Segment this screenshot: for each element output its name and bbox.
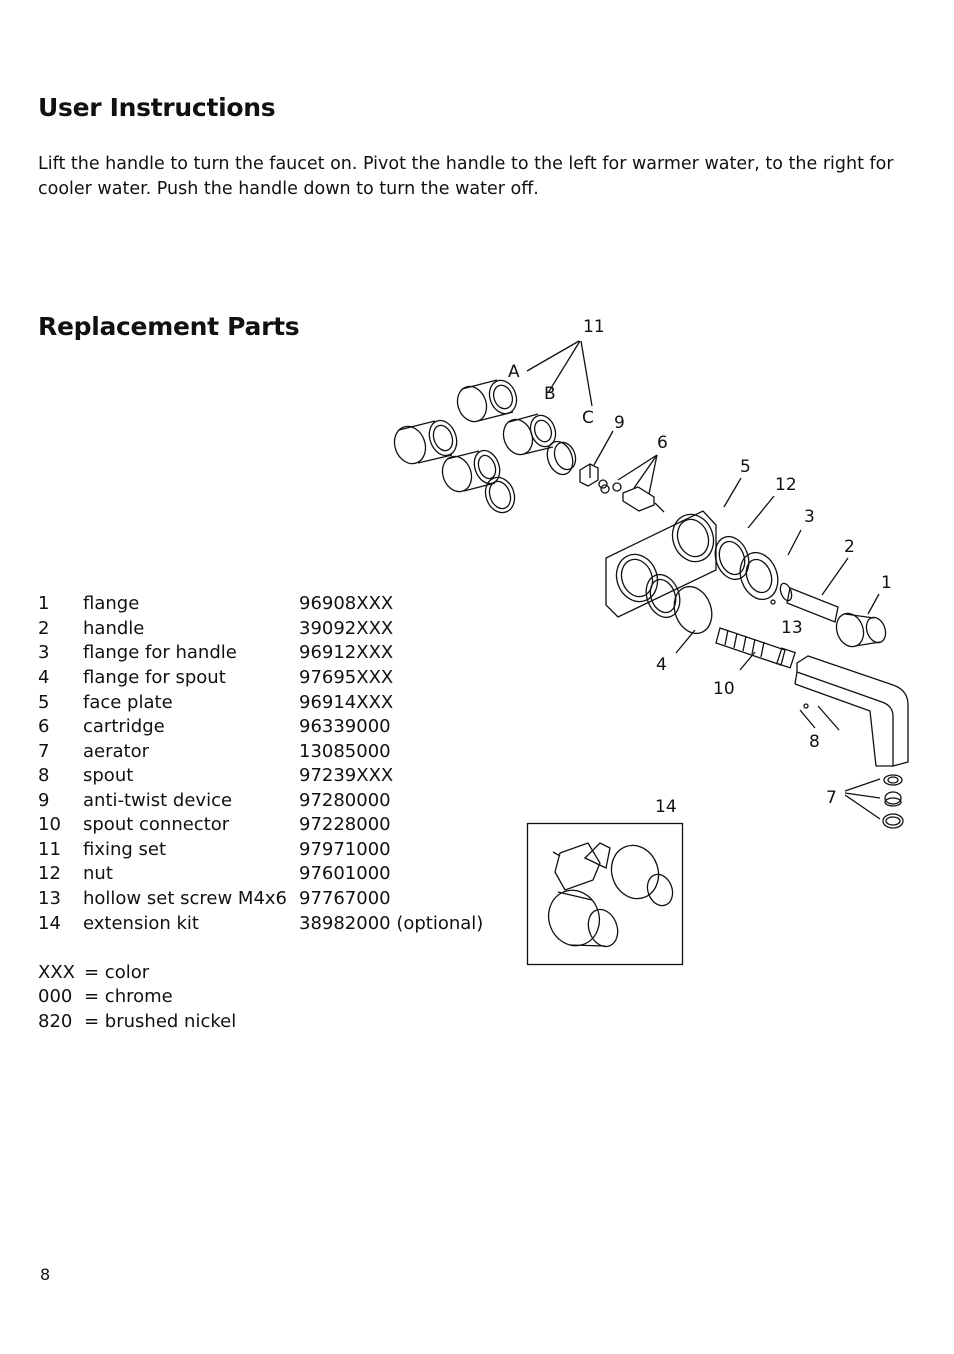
- part-number: 4: [38, 667, 50, 688]
- cartridge-parts: [598, 479, 665, 513]
- part-number: 12: [38, 863, 61, 884]
- legend-code: 820: [38, 1011, 73, 1032]
- part-number: 3: [38, 642, 50, 663]
- label-c: C: [582, 408, 594, 428]
- part-name: fixing set: [83, 839, 167, 860]
- part-number: 6: [38, 716, 50, 737]
- label-b: B: [544, 384, 556, 404]
- part-number: 1: [38, 593, 50, 614]
- part-name: extension kit: [83, 913, 199, 934]
- replacement-parts-heading: Replacement Parts: [38, 312, 300, 341]
- label-a: A: [508, 362, 520, 382]
- nut-flange-handle: [714, 535, 779, 601]
- part-number: 8: [38, 765, 50, 786]
- leader-lines: [526, 340, 881, 820]
- spout: [794, 655, 909, 767]
- part-name: cartridge: [83, 716, 165, 737]
- diagram-labels: 11 A B C 9 6 5 12 3 2 1 13 4 10 8 7 14: [508, 317, 892, 817]
- legend-code: 000: [38, 986, 73, 1007]
- label-13: 13: [781, 618, 803, 638]
- label-1: 1: [881, 573, 892, 593]
- label-5: 5: [740, 457, 751, 477]
- label-6: 6: [657, 433, 668, 453]
- legend-meaning: = color: [84, 962, 150, 983]
- extension-kit-box: [526, 822, 684, 966]
- part-code: 97239XXX: [299, 765, 394, 786]
- legend-meaning: = brushed nickel: [84, 1011, 237, 1032]
- face-plate: [605, 510, 717, 618]
- part-code: 97228000: [299, 814, 391, 835]
- label-4: 4: [656, 655, 667, 675]
- fixing-sleeve-b: [502, 413, 557, 456]
- page-number: 8: [40, 1265, 51, 1284]
- part-code: 96914XXX: [299, 692, 394, 713]
- user-instructions-heading: User Instructions: [38, 93, 276, 122]
- label-9: 9: [614, 413, 625, 433]
- label-14: 14: [655, 797, 677, 817]
- part-number: 9: [38, 790, 50, 811]
- fixing-ring-c: [546, 440, 577, 476]
- handle-lever: [770, 582, 839, 623]
- part-code: 96339000: [299, 716, 391, 737]
- part-code: 38982000 (optional): [299, 913, 484, 934]
- handle-sleeve-upper: [393, 419, 458, 465]
- part-number: 13: [38, 888, 61, 909]
- label-3: 3: [804, 507, 815, 527]
- part-name: anti-twist device: [83, 790, 233, 811]
- legend-meaning: = chrome: [84, 986, 173, 1007]
- flange-for-spout: [645, 573, 713, 635]
- part-code: 96912XXX: [299, 642, 394, 663]
- part-name: flange: [83, 593, 140, 614]
- fixing-sleeve-a: [456, 379, 518, 423]
- part-name: flange for spout: [83, 667, 226, 688]
- part-number: 10: [38, 814, 61, 835]
- part-name: aerator: [83, 741, 150, 762]
- label-11: 11: [583, 317, 605, 337]
- user-instructions-text: Lift the handle to turn the faucet on. P…: [38, 154, 894, 199]
- label-7: 7: [826, 788, 837, 808]
- part-code: 96908XXX: [299, 593, 394, 614]
- part-name: handle: [83, 618, 145, 639]
- part-name: flange for handle: [83, 642, 237, 663]
- part-number: 2: [38, 618, 50, 639]
- aerator-parts: [882, 774, 904, 829]
- part-name: spout connector: [83, 814, 230, 835]
- part-name: nut: [83, 863, 113, 884]
- part-number: 11: [38, 839, 61, 860]
- part-code: 97280000: [299, 790, 391, 811]
- part-code: 97971000: [299, 839, 391, 860]
- part-name: spout: [83, 765, 134, 786]
- anti-twist-device: [579, 463, 599, 487]
- label-12: 12: [775, 475, 797, 495]
- part-code: 97695XXX: [299, 667, 394, 688]
- legend-code: XXX: [38, 962, 75, 983]
- handle-sleeve-lower: [441, 449, 516, 514]
- part-number: 7: [38, 741, 50, 762]
- part-name: face plate: [83, 692, 173, 713]
- part-number: 14: [38, 913, 61, 934]
- part-code: 13085000: [299, 741, 391, 762]
- spout-connector: [715, 627, 796, 669]
- part-code: 39092XXX: [299, 618, 394, 639]
- label-2: 2: [844, 537, 855, 557]
- part-code: 97601000: [299, 863, 391, 884]
- part-number: 5: [38, 692, 50, 713]
- part-code: 97767000: [299, 888, 391, 909]
- flange-knob: [835, 612, 887, 648]
- label-10: 10: [713, 679, 735, 699]
- label-8: 8: [809, 732, 820, 752]
- part-name: hollow set screw M4x6: [83, 888, 287, 909]
